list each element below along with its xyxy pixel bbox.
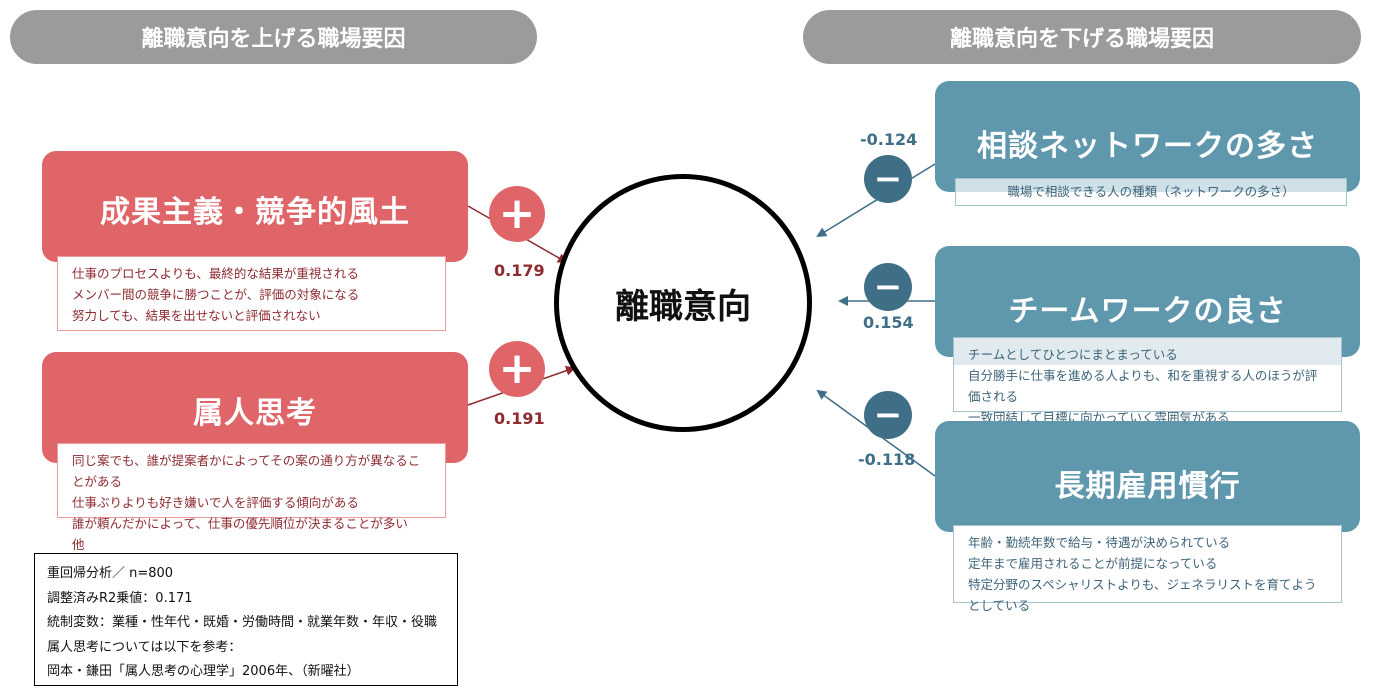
factor-box-performance-competition: 成果主義・競争的風土 — [42, 151, 468, 262]
description-line: 仕事ぶりよりも好き嫌いで人を評価する傾向がある — [72, 495, 359, 510]
factor-title: 属人思考 — [193, 396, 317, 431]
coefficient-long-term-employment: -0.118 — [858, 450, 916, 469]
header-decreasing-factors: 離職意向を下げる職場要因 — [803, 10, 1361, 64]
analysis-notes: 重回帰分析／ n=800 調整済みR2乗値：0.171 統制変数：業種・性年代・… — [34, 553, 458, 686]
factor-title: 成果主義・競争的風土 — [100, 195, 410, 230]
description-line: 特定分野のスペシャリストよりも、ジェネラリストを育てようとしている — [968, 577, 1317, 613]
plus-icon: + — [489, 341, 545, 397]
minus-icon: − — [864, 155, 912, 203]
note-line: 統制変数：業種・性年代・既婚・労働時間・就業年数・年収・役職 — [47, 615, 438, 630]
factor-description-consultation-network: 職場で相談できる人の種類（ネットワークの多さ） — [955, 178, 1347, 206]
description-line: 仕事のプロセスよりも、最終的な結果が重視される — [72, 266, 359, 281]
note-line: 重回帰分析／ n=800 — [47, 566, 174, 581]
factor-box-long-term-employment: 長期雇用慣行 — [935, 421, 1360, 532]
factor-title: チームワークの良さ — [1008, 294, 1287, 329]
note-line: 属人思考については以下を参考： — [47, 639, 242, 655]
description-line: 自分勝手に仕事を進める人よりも、和を重視する人のほうが評価される — [968, 368, 1318, 404]
description-line: 誰が頼んだかによって、仕事の優先順位が決まることが多い 他 — [72, 516, 433, 552]
factor-description-long-term-employment: 年齢・勤続年数で給与・待遇が決められている 定年まで雇用されることが前提になって… — [953, 525, 1342, 613]
factor-title: 長期雇用慣行 — [1054, 469, 1241, 504]
factor-title: 相談ネットワークの多さ — [977, 129, 1318, 164]
factor-description-person-oriented-thinking: 同じ案でも、誰が提案者かによってその案の通り方が異なることがある 仕事ぶりよりも… — [57, 443, 446, 552]
description-line: メンバー間の競争に勝つことが、評価の対象になる — [72, 287, 360, 302]
coefficient-person-oriented-thinking: 0.191 — [494, 409, 545, 428]
description-line: 定年まで雇用されることが前提になっている — [968, 556, 1218, 571]
factor-box-consultation-network: 相談ネットワークの多さ — [935, 81, 1360, 192]
factor-description-performance-competition: 仕事のプロセスよりも、最終的な結果が重視される メンバー間の競争に勝つことが、評… — [57, 256, 446, 331]
coefficient-consultation-network: -0.124 — [860, 130, 918, 149]
description-line: 年齢・勤続年数で給与・待遇が決められている — [968, 535, 1231, 550]
description-line: 努力しても、結果を出せないと評価されない — [72, 308, 321, 323]
factor-description-teamwork: チームとしてひとつにまとまっている 自分勝手に仕事を進める人よりも、和を重視する… — [953, 337, 1342, 425]
coefficient-performance-competition: 0.179 — [494, 261, 545, 280]
description-line: チームとしてひとつにまとまっている — [954, 338, 1341, 365]
turnover-intention-node: 離職意向 — [554, 174, 812, 432]
header-increasing-factors: 離職意向を上げる職場要因 — [10, 10, 537, 64]
note-line: 岡本・鎌田「属人思考の心理学」2006年、（新曜社） — [47, 664, 360, 679]
plus-icon: + — [489, 186, 545, 242]
minus-icon: − — [864, 391, 912, 439]
minus-icon: − — [864, 263, 912, 311]
note-line: 調整済みR2乗値：0.171 — [47, 590, 193, 606]
description-line: 同じ案でも、誰が提案者かによってその案の通り方が異なることがある — [72, 453, 421, 489]
coefficient-teamwork: 0.154 — [863, 313, 914, 332]
description-line: 職場で相談できる人の種類（ネットワークの多さ） — [1007, 184, 1295, 199]
